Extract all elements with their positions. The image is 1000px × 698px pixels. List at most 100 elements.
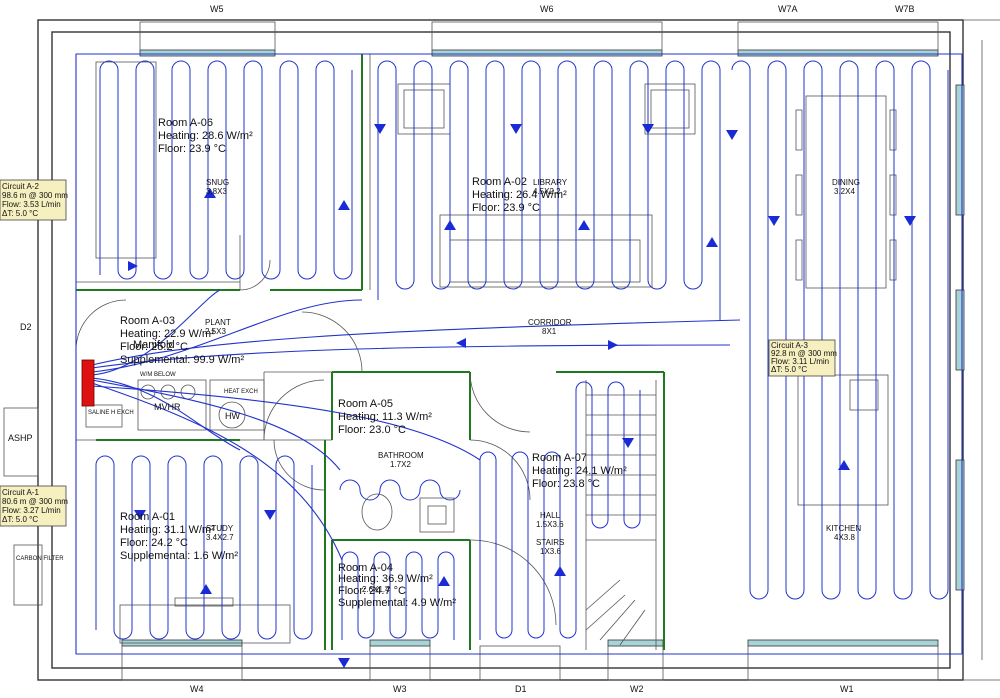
room-size: 1.7X2 <box>390 460 411 469</box>
flow-arrow <box>510 124 522 134</box>
svg-text:Circuit A-3: Circuit A-3 <box>771 341 808 350</box>
room-floor: Floor: 23.0 °C <box>338 424 406 436</box>
circuit-callouts: Circuit A-2 98.6 m @ 300 mm Flow: 3.53 L… <box>0 179 837 527</box>
room-title: Room A-01 <box>120 511 175 523</box>
flow-arrow <box>622 438 634 448</box>
window-label: W1 <box>840 684 854 694</box>
flow-arrow <box>204 188 216 198</box>
flow-arrow <box>726 130 738 140</box>
svg-text:ΔT: 5.0 °C: ΔT: 5.0 °C <box>771 365 807 374</box>
room-name: CORRIDOR <box>528 318 572 327</box>
room-size: 8X1 <box>542 327 557 336</box>
flow-arrow <box>200 584 212 594</box>
carbon-filter-label: CARBON FILTER <box>16 556 64 562</box>
window-label: W4 <box>190 684 204 694</box>
doors <box>75 235 557 626</box>
flow-arrow <box>438 576 450 586</box>
room-size: 2.5X3 <box>205 327 226 336</box>
room-size: 4X3.8 <box>834 533 855 542</box>
circuit-callout-a1: Circuit A-1 80.6 m @ 300 mm Flow: 3.27 L… <box>0 485 68 527</box>
svg-text:80.6 m @ 300 mm: 80.6 m @ 300 mm <box>2 497 68 506</box>
room-title: Room A-07 <box>532 452 587 464</box>
wm-below-label: W/M BELOW <box>140 372 176 378</box>
room-title: Room A-02 <box>472 176 527 188</box>
flow-arrow <box>642 124 654 134</box>
room-size: 1X3.6 <box>540 547 561 556</box>
window-label: W2 <box>630 684 644 694</box>
windows-bottom <box>121 639 939 681</box>
flow-arrow <box>706 237 718 247</box>
plant-labels: MVHR HEAT EXCH HW SALINE H EXCH CARBON F… <box>16 339 258 562</box>
svg-text:Flow: 3.11 L/min: Flow: 3.11 L/min <box>771 357 829 366</box>
window-label: D1 <box>515 684 527 694</box>
room-title: Room A-03 <box>120 315 175 327</box>
room-title: Room A-04 <box>338 562 393 574</box>
flow-arrow <box>838 460 850 470</box>
ashp-label: ASHP <box>8 433 33 443</box>
room-floor: Floor: 24.2 °C <box>120 537 188 549</box>
circuit-callout-a2: Circuit A-2 98.6 m @ 300 mm Flow: 3.53 L… <box>0 179 68 221</box>
interior-walls <box>76 54 665 650</box>
flow-arrow <box>608 340 618 350</box>
room-floor: Floor: 25.2 °C <box>120 341 188 353</box>
room-floor: Floor: 23.9 °C <box>158 143 226 155</box>
room-name: STAIRS <box>536 538 564 547</box>
room-floor: Floor: 23.8 °C <box>532 478 600 490</box>
flow-arrow <box>768 216 780 226</box>
circuit-callout-a3: Circuit A-3 92.8 m @ 300 mm Flow: 3.11 L… <box>768 339 837 377</box>
saline-label: SALINE H EXCH <box>88 410 134 416</box>
flow-arrows <box>128 124 916 668</box>
heat-exch-label: HEAT EXCH <box>224 389 258 395</box>
room-heating: Heating: 22.9 W/m² <box>120 328 215 340</box>
flow-arrow <box>264 510 276 520</box>
room-size: 1.5X3.6 <box>536 520 564 529</box>
manifold <box>81 359 95 407</box>
room-title: Room A-06 <box>158 117 213 129</box>
room-name: DINING <box>832 178 860 187</box>
manifold-label: Manifold <box>133 339 175 351</box>
door-label: D2 <box>20 322 32 332</box>
room-heating: Heating: 31.1 W/m² <box>120 524 215 536</box>
room-size: 3.8X3 <box>206 187 227 196</box>
room-size: 3.2X4 <box>834 187 855 196</box>
window-labels: W5 W6 W7A W7B W4 W3 D1 W2 W1 D2 ASHP <box>8 4 915 694</box>
svg-text:Circuit A-2: Circuit A-2 <box>2 182 39 191</box>
room-name: HALL <box>540 511 561 520</box>
svg-text:ΔT: 5.0 °C: ΔT: 5.0 °C <box>2 515 38 524</box>
stairs <box>585 394 656 646</box>
hw-label: HW <box>225 411 240 421</box>
flow-arrow <box>554 566 566 576</box>
room-size: 2.6X1.4 <box>362 585 390 594</box>
room-heating: Heating: 24.1 W/m² <box>532 465 627 477</box>
room-floor: Floor: 24.7 °C <box>338 585 406 597</box>
svg-text:Flow: 3.27 L/min: Flow: 3.27 L/min <box>2 506 61 515</box>
flow-arrow <box>128 261 138 271</box>
room-supplemental: Supplemental: 99.9 W/m² <box>120 354 244 366</box>
room-heating: Heating: 11.3 W/m² <box>338 411 432 423</box>
window-label: W6 <box>540 4 554 14</box>
window-label: W7B <box>895 4 915 14</box>
room-title: Room A-05 <box>338 398 393 410</box>
room-size: 4.5X2.2 <box>533 187 561 196</box>
heating-loops <box>75 53 963 655</box>
windows-top <box>139 21 939 57</box>
flow-arrow <box>904 216 916 226</box>
flow-arrow <box>444 220 456 230</box>
svg-text:ΔT: 5.0 °C: ΔT: 5.0 °C <box>2 209 38 218</box>
room-heating: Heating: 28.6 W/m² <box>158 130 253 142</box>
flow-arrow <box>338 658 350 668</box>
flow-arrow <box>456 338 466 348</box>
room-supplemental: Supplemental: 4.9 W/m² <box>338 597 456 609</box>
svg-text:92.8 m @ 300 mm: 92.8 m @ 300 mm <box>771 349 837 358</box>
flow-arrow <box>374 124 386 134</box>
room-supplemental: Supplemental: 1.6 W/m² <box>120 550 238 562</box>
room-name: SNUG <box>206 178 229 187</box>
windows-right <box>955 84 965 591</box>
room-heating: Heating: 36.9 W/m² <box>338 573 433 585</box>
window-label: W3 <box>393 684 407 694</box>
flow-arrow <box>578 220 590 230</box>
mvhr-label: MVHR <box>154 402 181 412</box>
flow-arrow <box>134 510 146 520</box>
room-name: LIBRARY <box>533 178 568 187</box>
